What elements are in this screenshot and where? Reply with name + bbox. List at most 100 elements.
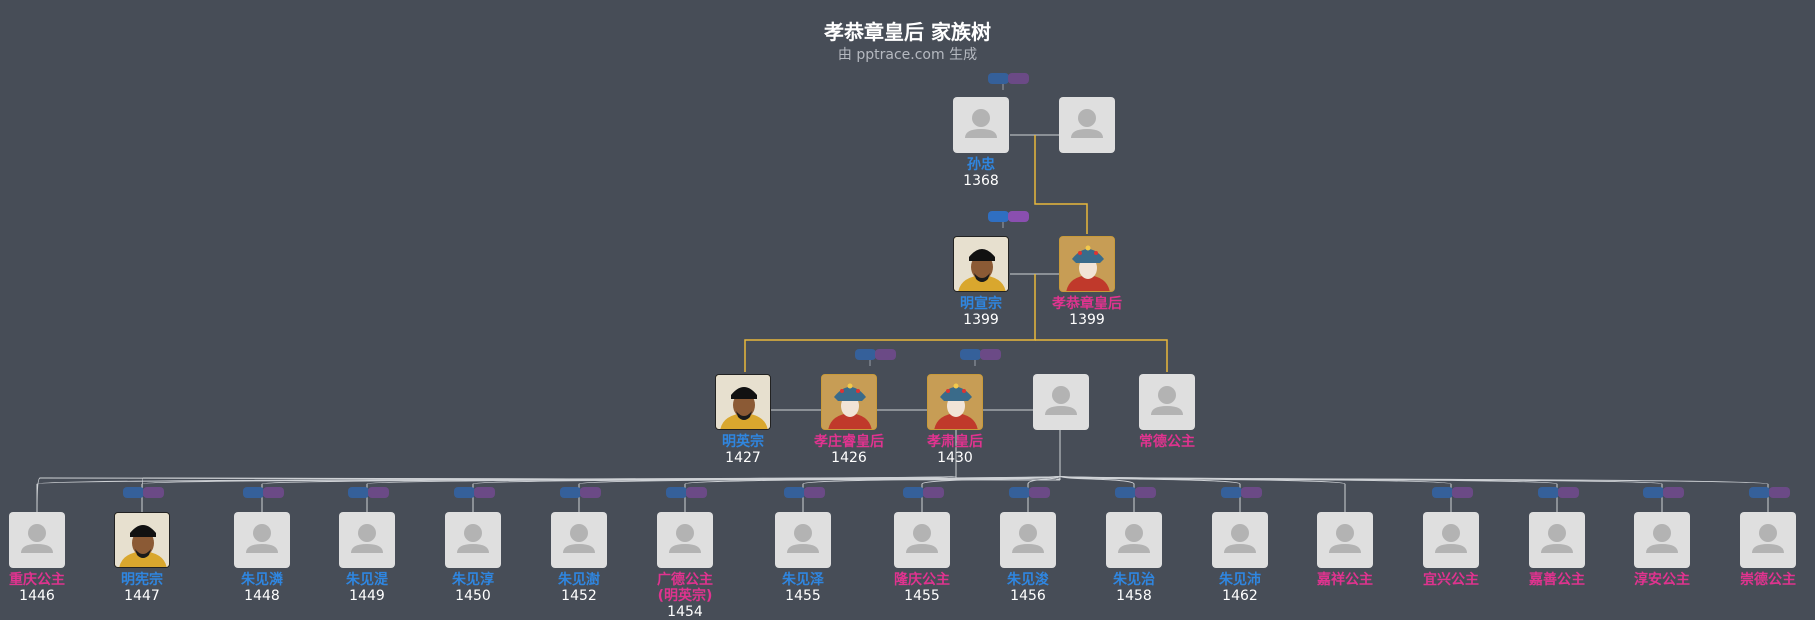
expand-male-toggle[interactable] [123,487,144,498]
expand-female-toggle[interactable] [1769,487,1790,498]
person-name: 广德公主 (明英宗) [657,572,713,604]
person-name: 朱见治 [1113,572,1155,588]
expand-male-toggle[interactable] [784,487,805,498]
person-silhouette-icon[interactable] [1317,512,1373,568]
person-silhouette-icon[interactable] [9,512,65,568]
expand-female-toggle[interactable] [1452,487,1473,498]
person-silhouette-icon[interactable] [1139,374,1195,430]
expand-female-toggle[interactable] [474,487,495,498]
expand-male-toggle[interactable] [454,487,475,498]
person-silhouette-icon[interactable] [1740,512,1796,568]
person-name: 孙忠 [967,157,995,173]
expand-male-toggle[interactable] [960,349,981,360]
expand-male-toggle[interactable] [560,487,581,498]
person-node[interactable]: 宜兴公主 [1386,512,1516,588]
person-node[interactable]: 广德公主 (明英宗)1454 [620,512,750,620]
expand-male-toggle[interactable] [1009,487,1030,498]
expand-male-toggle[interactable] [1749,487,1770,498]
expand-female-toggle[interactable] [1008,73,1029,84]
expand-female-toggle[interactable] [1241,487,1262,498]
expand-female-toggle[interactable] [263,487,284,498]
person-silhouette-icon[interactable] [339,512,395,568]
expand-male-toggle[interactable] [903,487,924,498]
child-link [1059,475,1346,512]
person-silhouette-icon[interactable] [1059,97,1115,153]
expand-male-toggle[interactable] [1432,487,1453,498]
expand-female-toggle[interactable] [804,487,825,498]
expand-female-toggle[interactable] [1135,487,1156,498]
emperor-portrait[interactable] [715,374,771,430]
emperor-portrait[interactable] [114,512,170,568]
expand-female-toggle[interactable] [1029,487,1050,498]
expand-male-toggle[interactable] [348,487,369,498]
expand-male-toggle[interactable] [988,73,1009,84]
person-node[interactable]: 常德公主 [1102,374,1232,450]
person-node[interactable]: 嘉祥公主 [1280,512,1410,588]
expand-male-toggle[interactable] [988,211,1009,222]
expand-male-toggle[interactable] [1115,487,1136,498]
expand-female-toggle[interactable] [1008,211,1029,222]
person-silhouette-icon[interactable] [551,512,607,568]
person-silhouette-icon[interactable] [775,512,831,568]
expand-male-toggle[interactable] [1221,487,1242,498]
person-silhouette-icon[interactable] [657,512,713,568]
person-silhouette-icon[interactable] [1000,512,1056,568]
person-node[interactable] [1022,97,1152,153]
person-silhouette-icon[interactable] [1033,374,1089,430]
person-birth-year: 1454 [667,604,703,620]
person-silhouette-icon[interactable] [1634,512,1690,568]
person-silhouette-icon[interactable] [953,97,1009,153]
person-node[interactable]: 嘉善公主 [1492,512,1622,588]
person-silhouette-icon[interactable] [1529,512,1585,568]
empress-portrait[interactable] [821,374,877,430]
expand-male-toggle[interactable] [1538,487,1559,498]
expand-female-toggle[interactable] [686,487,707,498]
page-title: 孝恭章皇后 家族树 [824,20,991,44]
person-silhouette-icon[interactable] [1423,512,1479,568]
expand-male-toggle[interactable] [855,349,876,360]
person-birth-year: 1455 [785,588,821,604]
person-silhouette-icon[interactable] [894,512,950,568]
expand-male-toggle[interactable] [1643,487,1664,498]
emperor-portrait[interactable] [953,236,1009,292]
expand-female-toggle[interactable] [368,487,389,498]
expand-female-toggle[interactable] [1663,487,1684,498]
expand-female-toggle[interactable] [580,487,601,498]
person-name: 朱见浚 [1007,572,1049,588]
empress-portrait[interactable] [1059,236,1115,292]
person-silhouette-icon[interactable] [1106,512,1162,568]
expand-female-toggle[interactable] [923,487,944,498]
expand-female-toggle[interactable] [980,349,1001,360]
child-link [1059,475,1769,512]
expand-female-toggle[interactable] [143,487,164,498]
person-silhouette-icon[interactable] [1212,512,1268,568]
person-node[interactable]: 崇德公主 [1703,512,1815,588]
person-node[interactable] [996,374,1126,430]
expand-male-toggle[interactable] [666,487,687,498]
person-silhouette-icon[interactable] [445,512,501,568]
expand-female-toggle[interactable] [875,349,896,360]
expand-male-toggle[interactable] [243,487,264,498]
expand-female-toggle[interactable] [1558,487,1579,498]
person-node[interactable]: 淳安公主 [1597,512,1727,588]
person-silhouette-icon[interactable] [234,512,290,568]
empress-portrait[interactable] [927,374,983,430]
person-birth-year: 1458 [1116,588,1152,604]
